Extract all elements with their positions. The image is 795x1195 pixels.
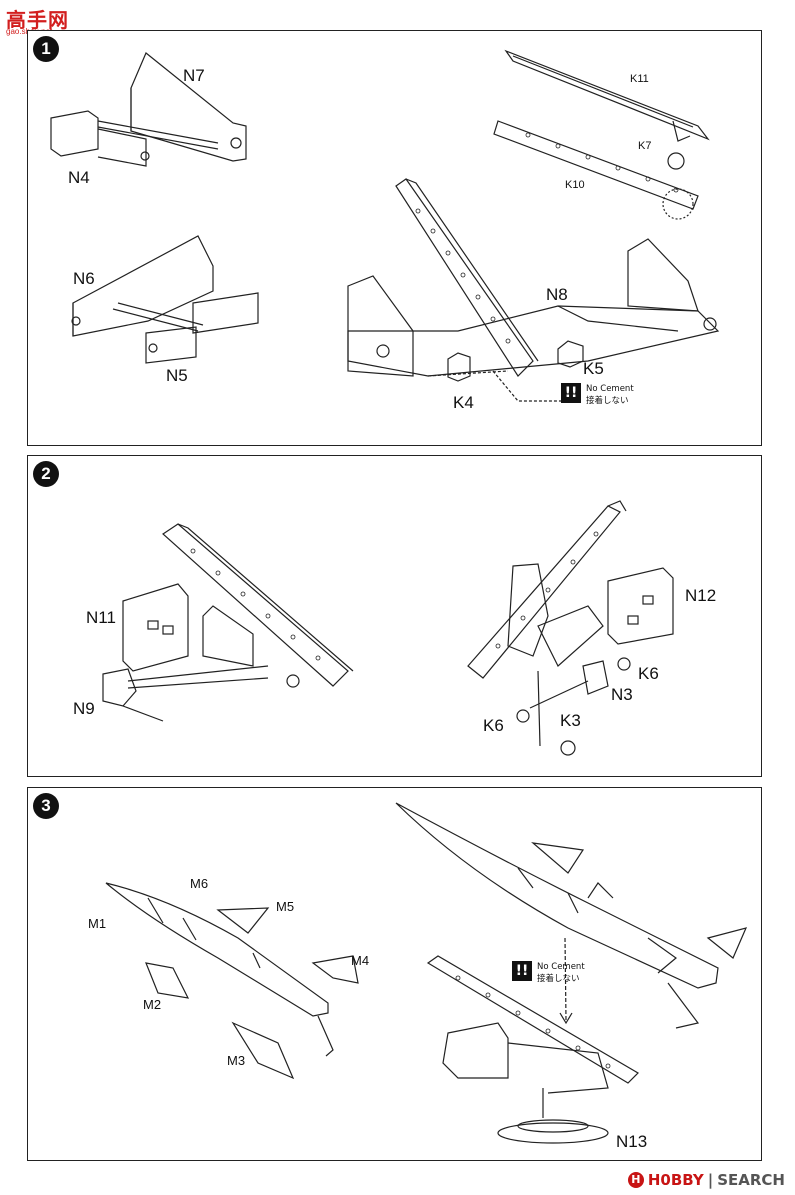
step-1-illustration xyxy=(50,49,720,402)
part-label-k5: K5 xyxy=(583,359,604,378)
step-3-illustration xyxy=(105,802,748,1144)
part-label-n13: N13 xyxy=(616,1132,648,1151)
step-number-badge: 2 xyxy=(33,461,59,487)
hobbysearch-search-text: SEARCH xyxy=(717,1171,785,1189)
hobbysearch-separator: | xyxy=(707,1171,714,1189)
part-label-k10: K10 xyxy=(565,179,585,191)
no-cement-warning: !! No Cement 接着しない xyxy=(561,383,634,407)
part-label-n8: N8 xyxy=(546,285,568,304)
step-1-panel: 1 N7 N4 N6 N5 N8 K11 K7 K10 K5 K4 !! No … xyxy=(27,30,762,446)
part-label-k6-right: K6 xyxy=(638,664,659,683)
warning-line-2: 接着しない xyxy=(537,974,580,984)
step-number-badge: 1 xyxy=(33,36,59,62)
step-2-panel: 2 N11 N9 N12 K6 N3 K6 K3 xyxy=(27,455,762,777)
part-label-k7: K7 xyxy=(638,140,652,152)
warning-icon: !! xyxy=(512,961,532,981)
part-label-m5: M5 xyxy=(276,899,295,914)
part-label-k4: K4 xyxy=(453,393,474,412)
warning-icon: !! xyxy=(561,383,581,403)
warning-line-1: No Cement xyxy=(537,962,585,972)
part-label-k11: K11 xyxy=(630,73,649,85)
step-2-illustration xyxy=(102,500,674,756)
hobbysearch-brand: H0BBY xyxy=(647,1171,704,1189)
warning-line-2: 接着しない xyxy=(586,396,629,406)
no-cement-warning: !! No Cement 接着しない xyxy=(512,961,585,985)
warning-text: No Cement 接着しない xyxy=(537,961,585,985)
part-label-k6-left: K6 xyxy=(483,716,504,735)
part-label-m1: M1 xyxy=(88,916,107,931)
part-label-n12: N12 xyxy=(685,586,717,605)
step-number-badge: 3 xyxy=(33,793,59,819)
part-label-n4: N4 xyxy=(68,168,90,187)
part-label-m6: M6 xyxy=(190,876,209,891)
part-label-n9: N9 xyxy=(73,699,95,718)
warning-text: No Cement 接着しない xyxy=(586,383,634,407)
part-label-n11: N11 xyxy=(86,608,116,627)
part-label-m3: M3 xyxy=(227,1053,246,1068)
watermark-logo-text: 高手网 xyxy=(6,8,69,32)
part-label-n7: N7 xyxy=(183,66,205,85)
part-label-m4: M4 xyxy=(351,953,370,968)
part-label-k3: K3 xyxy=(560,711,581,730)
part-label-m2: M2 xyxy=(143,997,162,1012)
hobbysearch-watermark: H H0BBY | SEARCH xyxy=(627,1171,785,1189)
warning-line-1: No Cement xyxy=(586,384,634,394)
part-label-n3: N3 xyxy=(611,685,633,704)
hobbysearch-logo-icon: H xyxy=(627,1172,644,1188)
part-label-n5: N5 xyxy=(166,366,188,385)
step-3-panel: 3 M1 M6 M5 M2 M4 M3 N13 !! No Cement 接着し… xyxy=(27,787,762,1161)
part-label-n6: N6 xyxy=(73,269,95,288)
